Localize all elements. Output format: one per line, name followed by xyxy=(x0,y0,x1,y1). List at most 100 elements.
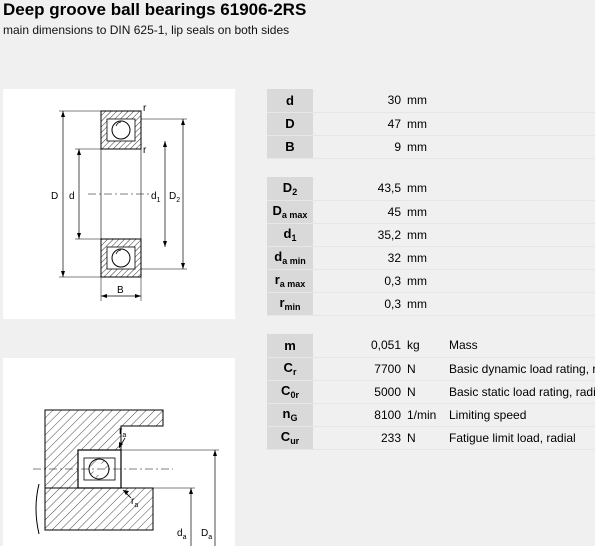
symbol-cell: Cr xyxy=(267,357,313,381)
symbol: m xyxy=(284,337,296,353)
unit-cell: N xyxy=(405,426,445,450)
symbol-subscript: 0r xyxy=(290,390,299,400)
symbol-cell: nG xyxy=(267,403,313,427)
page-title: Deep groove ball bearings 61906-2RS xyxy=(3,0,307,19)
unit-cell: mm xyxy=(405,200,445,224)
symbol-subscript: ur xyxy=(290,436,300,446)
symbol: d xyxy=(286,92,294,108)
bottom-ring-section xyxy=(100,238,142,278)
symbol-subscript: G xyxy=(290,413,298,423)
label-ra-bottom: ra xyxy=(131,496,138,509)
description-cell: Basic dynamic load rating, radial xyxy=(445,357,595,381)
symbol-cell: ra max xyxy=(267,269,313,293)
page-subtitle: main dimensions to DIN 625-1, lip seals … xyxy=(3,23,290,37)
symbol: r xyxy=(274,272,280,287)
description-cell xyxy=(445,200,595,224)
bearing-section-svg: D d d1 D2 B r r xyxy=(51,103,187,301)
symbol-subscript: 2 xyxy=(292,186,298,197)
symbol-cell: d1 xyxy=(267,223,313,247)
unit-cell: mm xyxy=(405,246,445,270)
description-cell xyxy=(445,177,595,201)
value-cell: 32 xyxy=(313,246,405,270)
description-cell: Fatigue limit load, radial xyxy=(445,426,595,450)
symbol: d xyxy=(283,226,292,241)
symbol-cell: D2 xyxy=(267,177,313,201)
symbol: C xyxy=(281,383,291,398)
symbol-cell: rmin xyxy=(267,292,313,316)
description-cell: Basic static load rating, radial xyxy=(445,380,595,404)
description-cell xyxy=(445,292,595,316)
description-cell xyxy=(445,223,595,247)
unit-cell: kg xyxy=(405,334,445,358)
description-cell xyxy=(445,89,595,113)
description-cell: Limiting speed xyxy=(445,403,595,427)
symbol: C xyxy=(283,360,293,375)
symbol: C xyxy=(280,429,291,444)
symbol-subscript: a max xyxy=(279,279,306,289)
symbol-cell: B xyxy=(267,135,313,159)
symbol: d xyxy=(274,249,283,264)
label-d1: d1 xyxy=(151,191,161,204)
symbol: n xyxy=(282,406,291,421)
symbol: r xyxy=(279,295,285,310)
symbol-cell: D xyxy=(267,112,313,136)
unit-cell: N xyxy=(405,357,445,381)
value-cell: 30 xyxy=(313,89,405,113)
symbol-subscript: r xyxy=(292,367,297,377)
symbol: D xyxy=(285,116,295,131)
value-cell: 35,2 xyxy=(313,223,405,247)
symbol-subscript: min xyxy=(284,302,301,312)
label-Da: Da xyxy=(201,528,212,541)
mounting-drawing: ra ra da Da xyxy=(3,358,235,546)
description-cell xyxy=(445,112,595,136)
value-cell: 8100 xyxy=(313,403,405,427)
value-cell: 47 xyxy=(313,112,405,136)
symbol-cell: m xyxy=(267,334,313,358)
symbol: D xyxy=(282,179,293,195)
mounting-svg: ra ra da Da xyxy=(33,409,219,546)
symbol-subscript: 1 xyxy=(291,233,297,243)
label-da: da xyxy=(177,528,187,541)
unit-cell: mm xyxy=(405,135,445,159)
description-cell xyxy=(445,269,595,293)
symbol-subscript: a min xyxy=(282,256,306,266)
unit-cell: mm xyxy=(405,223,445,247)
value-cell: 9 xyxy=(313,135,405,159)
value-cell: 5000 xyxy=(313,380,405,404)
unit-cell: mm xyxy=(405,177,445,201)
symbol-subscript: a max xyxy=(281,210,308,220)
symbol-cell: Cur xyxy=(267,426,313,450)
label-r-mid: r xyxy=(143,145,147,156)
symbol-cell: C0r xyxy=(267,380,313,404)
value-cell: 43,5 xyxy=(313,177,405,201)
value-cell: 0,3 xyxy=(313,292,405,316)
label-B: B xyxy=(117,285,124,296)
top-ring-section xyxy=(100,110,142,150)
symbol: D xyxy=(272,203,282,218)
symbol: B xyxy=(285,139,295,154)
unit-cell: N xyxy=(405,380,445,404)
label-d: d xyxy=(69,191,75,202)
label-ra-top: ra xyxy=(119,426,126,439)
symbol-cell: da min xyxy=(267,246,313,270)
value-cell: 233 xyxy=(313,426,405,450)
bearing-section-drawing: D d d1 D2 B r r xyxy=(3,89,235,319)
value-cell: 7700 xyxy=(313,357,405,381)
symbol-cell: Da max xyxy=(267,200,313,224)
label-D2: D2 xyxy=(169,191,180,204)
description-cell xyxy=(445,135,595,159)
